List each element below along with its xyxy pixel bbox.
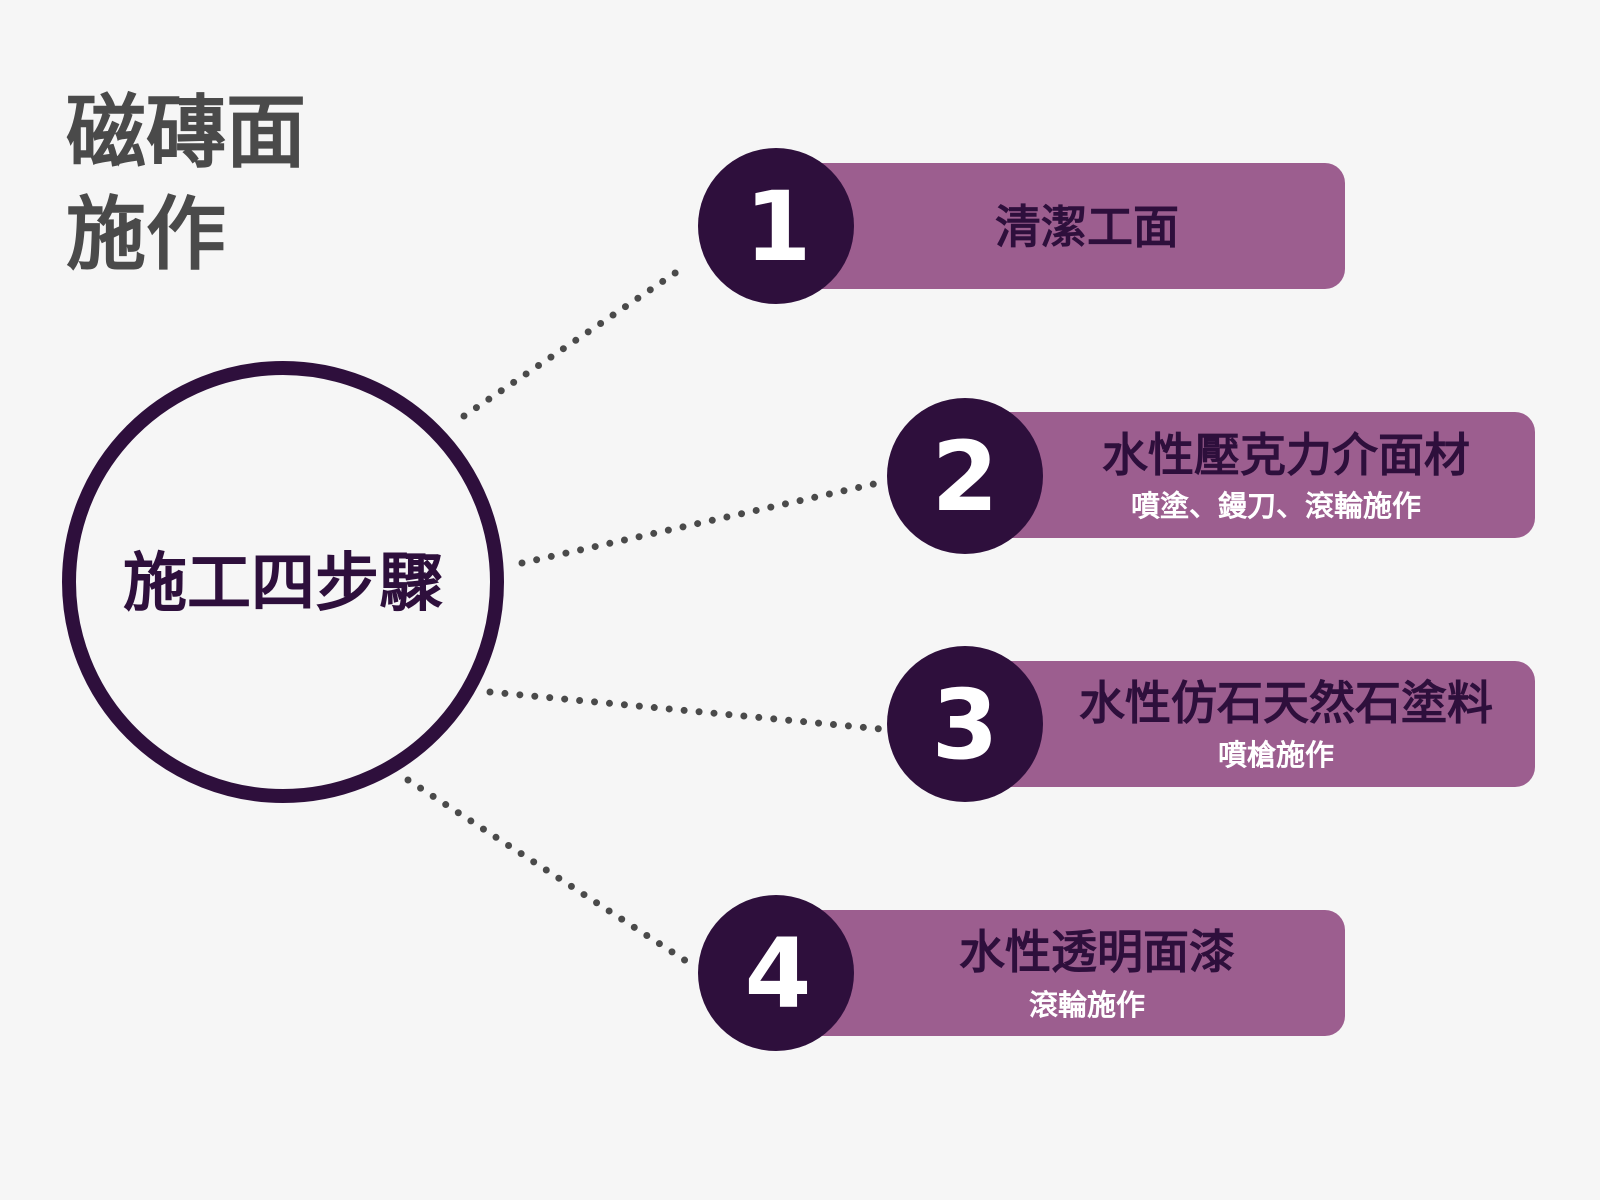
step-title: 水性仿石天然石塗料 <box>1079 676 1493 730</box>
step-box <box>790 910 1345 1036</box>
connector-2 <box>518 480 878 567</box>
step-subtitle: 噴塗、鏝刀、滾輪施作 <box>1131 489 1421 523</box>
step-number: 1 <box>745 171 812 283</box>
connector-lines <box>404 263 885 965</box>
step-number: 2 <box>932 421 999 533</box>
step-box <box>790 163 1345 289</box>
step-subtitle: 噴槍施作 <box>1218 738 1334 772</box>
connector-4 <box>404 776 690 965</box>
step-3: 3 水性仿石天然石塗料 噴槍施作 <box>887 646 1535 802</box>
connector-1 <box>460 263 688 420</box>
step-title: 水性透明面漆 <box>959 925 1235 979</box>
step-subtitle: 滾輪施作 <box>1029 988 1145 1022</box>
step-4: 4 水性透明面漆 滾輪施作 <box>698 895 1345 1051</box>
step-title: 水性壓克力介面材 <box>1102 428 1470 482</box>
step-number-badge <box>698 148 854 304</box>
page-title: 磁磚面 施作 <box>66 86 306 281</box>
connector-3 <box>486 688 885 733</box>
step-number-badge <box>887 398 1043 554</box>
step-box <box>990 412 1535 538</box>
step-1: 1 清潔工面 <box>698 148 1345 304</box>
step-number-badge <box>887 646 1043 802</box>
step-2: 2 水性壓克力介面材 噴塗、鏝刀、滾輪施作 <box>887 398 1535 554</box>
step-box <box>990 661 1535 787</box>
center-circle: 施工四步驟 <box>62 361 504 803</box>
step-number: 4 <box>745 918 812 1030</box>
center-label: 施工四步驟 <box>123 547 443 621</box>
title-line-2: 施作 <box>66 188 226 281</box>
title-line-1: 磁磚面 <box>66 86 306 179</box>
step-title: 清潔工面 <box>995 200 1179 254</box>
step-number-badge <box>698 895 854 1051</box>
step-number: 3 <box>932 669 999 781</box>
